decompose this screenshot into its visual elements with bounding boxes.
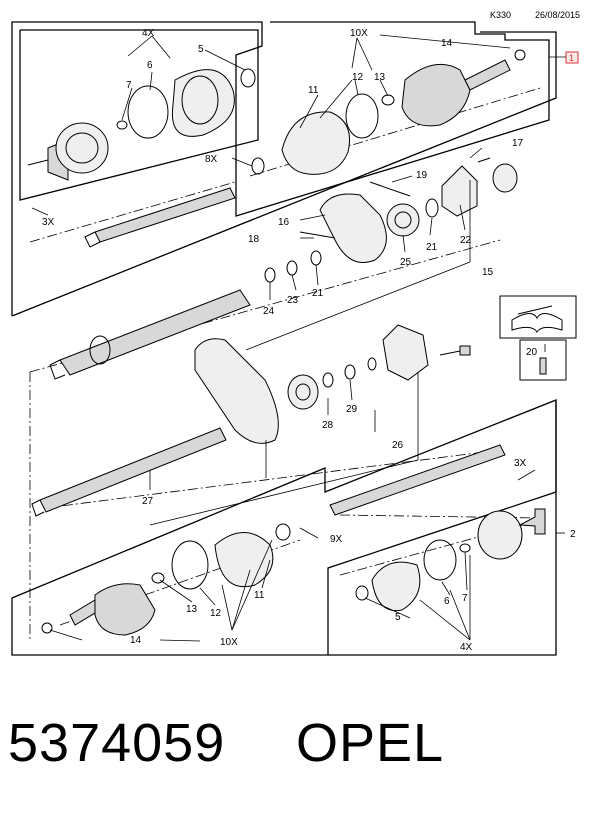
callout-17: 17	[512, 138, 524, 149]
callout-20: 20	[526, 347, 538, 358]
callout-3x-lower: 3X	[514, 458, 527, 469]
leader-lines	[31, 34, 565, 642]
callout-labels: 4X 5 6 7 10X 14 12 13 11 8X 3X 17 19 16 …	[42, 28, 576, 653]
svg-text:1: 1	[569, 53, 574, 63]
callout-10x-lower: 10X	[220, 637, 238, 648]
callout-4x: 4X	[142, 28, 155, 39]
callout-22: 22	[460, 235, 472, 246]
callout-9x: 9X	[330, 534, 343, 545]
callout-6: 6	[147, 60, 153, 71]
diagram-code: K330	[490, 10, 511, 20]
callout-11-lower: 11	[254, 590, 265, 601]
callout-16: 16	[278, 217, 290, 228]
callout-11: 11	[308, 85, 319, 96]
callout-12: 12	[352, 72, 364, 83]
outer-cv-joint-upper	[27, 68, 256, 181]
diagram-date: 26/08/2015	[535, 10, 580, 20]
callout-21-lower: 21	[312, 288, 324, 299]
callout-7: 7	[126, 80, 132, 91]
callout-12-lower: 12	[210, 608, 222, 619]
callout-15: 15	[482, 267, 494, 278]
callout-25: 25	[400, 257, 412, 268]
long-shaft-middle	[49, 289, 251, 380]
callout-2: 2	[570, 529, 576, 540]
lower-assembly-frame	[11, 399, 557, 656]
callout-4x-lower: 4X	[460, 642, 473, 653]
callout-24: 24	[263, 306, 275, 317]
callout-10x: 10X	[350, 28, 368, 39]
callout-18: 18	[248, 234, 260, 245]
long-shaft-lower	[31, 427, 506, 517]
callout-26: 26	[392, 440, 404, 451]
callout-13: 13	[374, 72, 386, 83]
callout-28: 28	[322, 420, 334, 431]
inner-joint-lower	[41, 523, 291, 636]
callout-27: 27	[142, 496, 154, 507]
callout-3x: 3X	[42, 217, 55, 228]
callout-19: 19	[416, 170, 428, 181]
inner-joint-upper	[251, 49, 526, 175]
ref-marker: 1	[565, 51, 579, 64]
callout-5-lower: 5	[395, 612, 401, 623]
callout-7-lower: 7	[462, 593, 468, 604]
callout-6-lower: 6	[444, 596, 450, 607]
callout-23: 23	[287, 295, 299, 306]
outer-cv-joint-lower	[355, 508, 546, 612]
upper-assembly-frame	[11, 21, 557, 317]
callout-21: 21	[426, 242, 438, 253]
callout-8x: 8X	[205, 154, 218, 165]
callout-14: 14	[441, 38, 453, 49]
callout-13-lower: 13	[186, 604, 198, 615]
callout-14-lower: 14	[130, 635, 142, 646]
bracket-middle	[194, 324, 471, 444]
bearing-bracket-upper	[299, 157, 518, 263]
brand-name: OPEL	[296, 713, 445, 773]
tool-part-20	[519, 339, 567, 381]
driveshaft-exploded-diagram: K330 26/08/2015 1	[11, 10, 580, 656]
shaft-short-upper	[84, 187, 236, 248]
callout-29: 29	[346, 404, 358, 415]
manual-tool-icon	[499, 295, 577, 339]
callout-5: 5	[198, 44, 204, 55]
part-number: 5374059	[8, 713, 226, 773]
